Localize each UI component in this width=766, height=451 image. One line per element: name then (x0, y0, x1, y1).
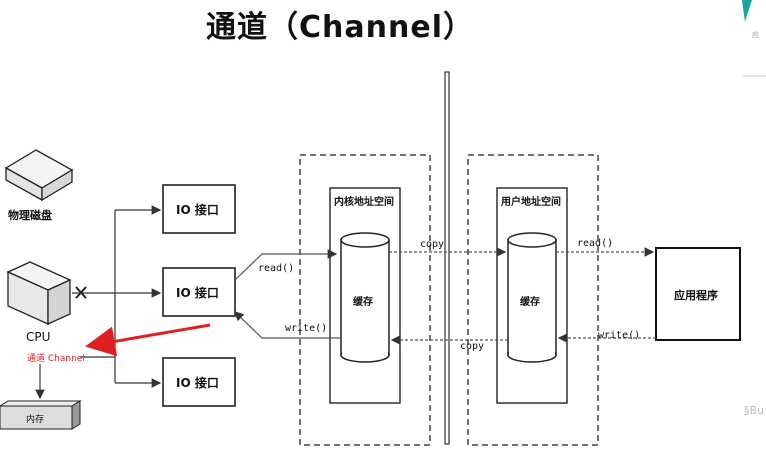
user-space-dashed-region (467, 154, 599, 446)
edge-fragment-top: 应 (752, 31, 759, 39)
space-divider (444, 71, 450, 445)
memory-icon (0, 400, 82, 430)
io-port-label: IO 接口 (176, 203, 219, 217)
read-label-right: read() (577, 238, 614, 249)
write-label-right: write() (598, 330, 641, 341)
read-label-left: read() (258, 263, 295, 274)
user-cache-cylinder (507, 232, 557, 363)
teal-corner-shape (742, 0, 752, 22)
blocked-x-icon (75, 286, 87, 299)
copy-label-bottom: copy (460, 341, 485, 352)
page-title: 通道（Channel） (206, 10, 474, 45)
kernel-space-dashed-region (299, 154, 431, 446)
user-space-label: 用户地址空间 (501, 197, 561, 208)
write-arrow-left (234, 311, 341, 339)
disk-label: 物理磁盘 (8, 209, 52, 222)
cpu-icon (6, 261, 72, 326)
io-port-label: IO 接口 (176, 286, 219, 300)
read-arrow-left (234, 249, 338, 281)
application-label: 应用程序 (674, 289, 718, 302)
kernel-space-label: 内核地址空间 (334, 197, 394, 208)
cpu-label: CPU (26, 330, 51, 344)
write-label-left: write() (285, 323, 328, 334)
kernel-cache-cylinder (340, 232, 390, 363)
user-cache-label: 缓存 (520, 297, 540, 308)
io-port-box-3 (162, 357, 236, 407)
memory-label: 内存 (26, 415, 45, 425)
application-box (655, 247, 741, 341)
copy-label-top: copy (420, 239, 445, 250)
io-port-box-2 (162, 267, 236, 317)
channel-annotation: 通道 Channel (27, 354, 85, 364)
edge-fragment-bottom: §Bu (744, 404, 765, 417)
io-port-label: IO 接口 (176, 376, 219, 390)
kernel-cache-label: 缓存 (353, 297, 373, 308)
channel-pointer-arrow (85, 323, 211, 357)
io-port-box-1 (162, 184, 236, 234)
disk-icon (4, 149, 74, 202)
